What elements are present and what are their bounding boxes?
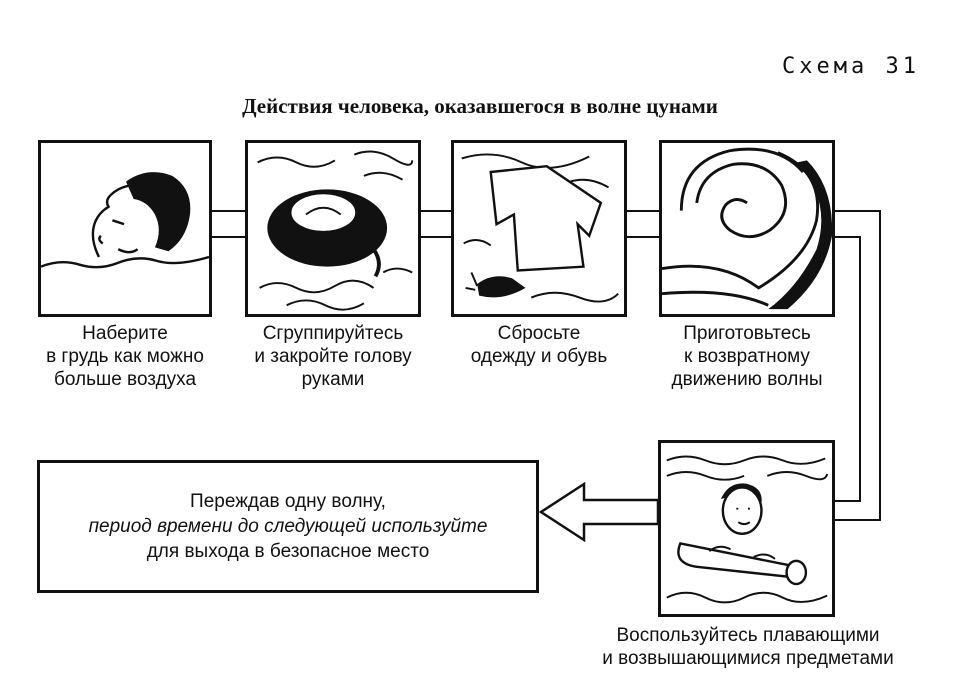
caption-line: и возвышающимися предметами [602, 648, 894, 669]
left-arrow-icon [538, 481, 660, 543]
caption-line: Сгруппируйтесь [262, 323, 404, 344]
caption-line: Наберите [82, 323, 168, 344]
final-line: для выхода в безопасное место [146, 541, 430, 562]
person-log-icon [666, 455, 829, 604]
diagram-title: Действия человека, оказавшегося в волне … [242, 94, 718, 118]
tucked-person-icon [257, 150, 414, 311]
step-5-caption: Воспользуйтесь плавающими и возвышающими… [578, 624, 918, 670]
step-1-caption: Наберите в грудь как можно больше воздух… [18, 322, 232, 391]
clothes-shoe-icon [461, 153, 619, 303]
caption-line: к возвратному [684, 346, 810, 367]
step-4-caption: Приготовьтесь к возвратному движению вол… [639, 322, 855, 391]
caption-line: и закройте голову [254, 346, 412, 367]
step-3-caption: Сбросьте одежду и обувь [431, 322, 647, 368]
final-advice-box: Переждав одну волну, период времени до с… [37, 460, 539, 593]
caption-line: Сбросьте [497, 323, 581, 344]
final-line: период времени до следующей используйте [88, 516, 488, 537]
caption-line: больше воздуха [53, 369, 197, 390]
caption-line: одежду и обувь [470, 346, 608, 367]
step-5-image [658, 440, 835, 617]
caption-line: руками [301, 369, 365, 390]
wave-curl-icon [662, 147, 832, 310]
caption-line: движению волны [671, 369, 823, 390]
final-line: Переждав одну волну, [190, 491, 386, 512]
step-2-caption: Сгруппируйтесь и закройте голову руками [225, 322, 441, 391]
face-breath-icon [41, 172, 209, 269]
step-4-image [659, 140, 835, 317]
step-3-image [451, 140, 627, 317]
caption-line: в грудь как можно [46, 346, 204, 367]
caption-line: Воспользуйтесь плавающими [616, 625, 880, 646]
step-1-image [38, 140, 212, 317]
caption-line: Приготовьтесь [683, 323, 811, 344]
step-2-image [245, 140, 421, 317]
scheme-label: Схема 31 [782, 54, 920, 79]
